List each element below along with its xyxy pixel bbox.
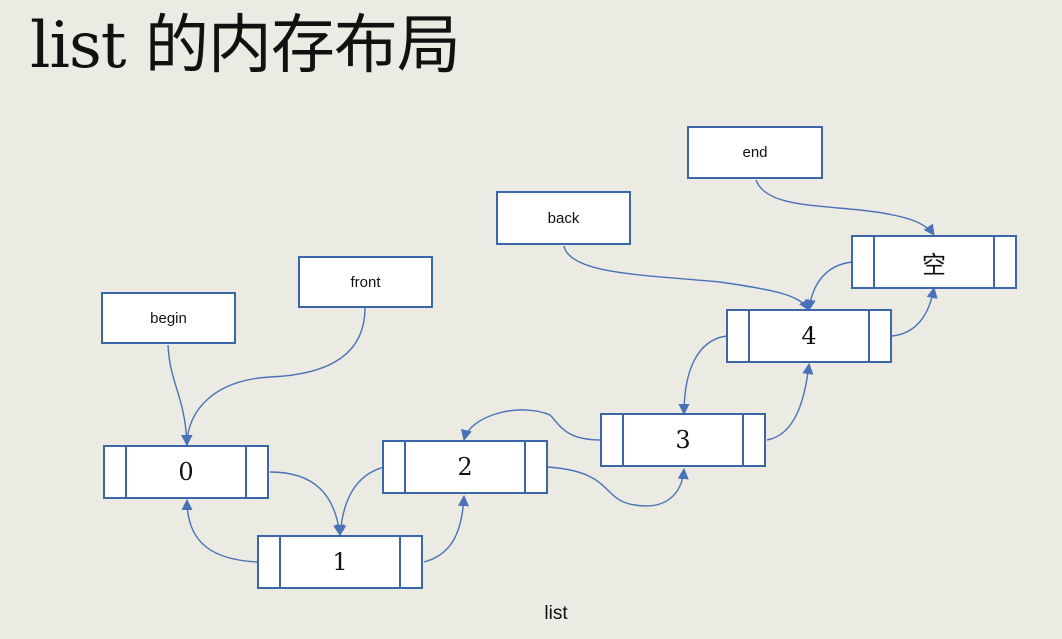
list-node-2: 2 <box>382 440 548 494</box>
node-value: 3 <box>675 426 691 454</box>
edge-node-3-to-node-4 <box>766 362 814 441</box>
slide-title: list 的内存布局 <box>30 9 461 83</box>
edge-node-0-to-node-1 <box>269 471 345 537</box>
list-node-0: 0 <box>103 445 269 499</box>
edge-end-to-empty-node <box>755 179 935 236</box>
edge-node-3-to-node-2 <box>460 409 602 442</box>
edge-node-2-to-node-1 <box>335 466 385 537</box>
edge-front-to-node-0 <box>181 307 366 447</box>
node-value: 2 <box>457 453 473 481</box>
edge-node-4-to-node-3 <box>678 335 728 416</box>
begin-pointer-box: begin <box>101 292 236 344</box>
back-pointer-box: back <box>496 191 631 245</box>
node-value: 0 <box>178 458 194 486</box>
front-label: front <box>350 273 381 291</box>
front-pointer-box: front <box>298 256 433 308</box>
list-node-empty: 空 <box>851 235 1017 289</box>
back-label: back <box>547 209 580 227</box>
edge-node-2-to-node-3 <box>547 466 689 507</box>
node-value: 空 <box>922 250 946 279</box>
begin-label: begin <box>150 309 187 327</box>
edge-node-1-to-node-2 <box>423 494 470 563</box>
edge-back-to-node-4 <box>563 245 810 311</box>
list-node-1: 1 <box>257 535 423 589</box>
edge-empty-node-to-node-4 <box>804 261 853 312</box>
node-value: 4 <box>801 322 817 350</box>
end-label: end <box>742 144 768 161</box>
end-pointer-box: end <box>687 126 823 179</box>
node-value: 1 <box>332 548 348 576</box>
list-node-3: 3 <box>600 413 766 467</box>
edge-node-1-to-node-0 <box>181 498 259 563</box>
diagram-caption: list <box>544 603 568 624</box>
list-node-4: 4 <box>726 309 892 363</box>
edge-node-4-to-empty-node <box>891 286 938 337</box>
edge-begin-to-node-0 <box>167 344 193 447</box>
